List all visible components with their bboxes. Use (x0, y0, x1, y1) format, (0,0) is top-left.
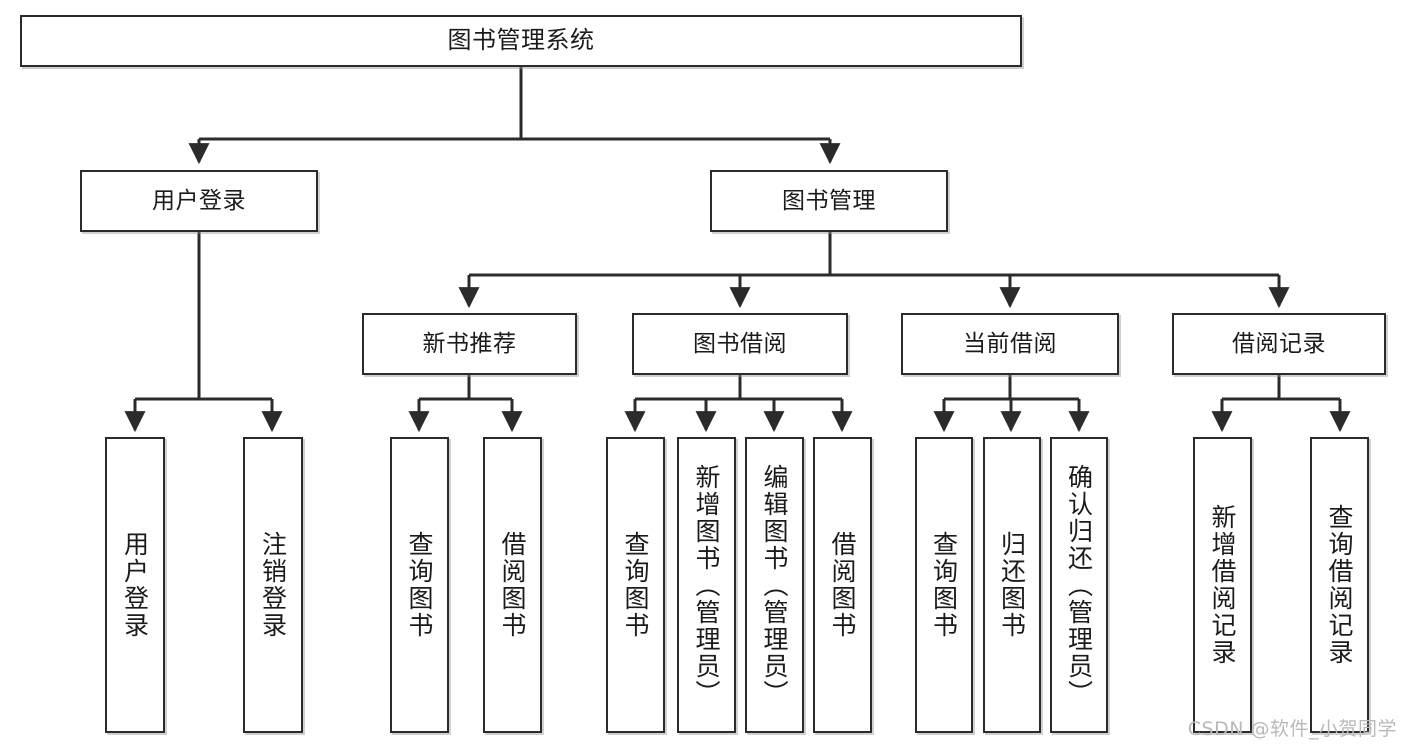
node-label: 注销登录 (258, 531, 288, 639)
leaf-query-books-new[interactable]: 查询图书 (390, 437, 449, 733)
node-label: 用户登录 (120, 531, 150, 639)
leaf-add-borrow-record[interactable]: 新增借阅记录 (1193, 437, 1252, 733)
leaf-borrow-books-new[interactable]: 借阅图书 (483, 437, 542, 733)
node-label: 确认归还（管理员） (1064, 463, 1094, 707)
node-label: 借阅记录 (1232, 330, 1326, 357)
node-current-borrow[interactable]: 当前借阅 (901, 313, 1119, 375)
node-user-login[interactable]: 用户登录 (80, 170, 318, 232)
node-label: 编辑图书（管理员） (760, 463, 789, 707)
node-label: 借阅图书 (828, 531, 857, 639)
leaf-logout[interactable]: 注销登录 (243, 437, 303, 733)
node-label: 查询图书 (929, 531, 959, 639)
node-label: 归还图书 (997, 531, 1027, 639)
leaf-query-borrow-record[interactable]: 查询借阅记录 (1310, 437, 1369, 733)
leaf-return-book[interactable]: 归还图书 (983, 437, 1041, 733)
node-root-system[interactable]: 图书管理系统 (20, 15, 1022, 67)
node-label: 查询图书 (621, 531, 650, 639)
leaf-query-books-borrow[interactable]: 查询图书 (606, 437, 665, 733)
node-label: 查询借阅记录 (1325, 504, 1354, 666)
leaf-edit-book-admin[interactable]: 编辑图书（管理员） (745, 437, 804, 733)
leaf-borrow-book[interactable]: 借阅图书 (813, 437, 872, 733)
node-book-borrow[interactable]: 图书借阅 (632, 313, 848, 375)
node-label: 图书管理 (782, 187, 876, 214)
node-label: 新增借阅记录 (1208, 504, 1237, 666)
node-book-management[interactable]: 图书管理 (710, 170, 948, 232)
watermark: CSDN @软件_小贺同学 (1187, 718, 1397, 740)
node-new-book-recommend[interactable]: 新书推荐 (362, 313, 577, 375)
node-borrow-records[interactable]: 借阅记录 (1172, 313, 1386, 375)
node-label: 当前借阅 (963, 330, 1057, 357)
node-label: 图书管理系统 (447, 26, 595, 55)
node-label: 用户登录 (152, 187, 246, 214)
leaf-add-book-admin[interactable]: 新增图书（管理员） (677, 437, 736, 733)
leaf-user-login[interactable]: 用户登录 (105, 437, 165, 733)
leaf-query-books-current[interactable]: 查询图书 (915, 437, 973, 733)
node-label: 新增图书（管理员） (692, 463, 721, 707)
node-label: 新书推荐 (422, 330, 517, 357)
leaf-confirm-return-admin[interactable]: 确认归还（管理员） (1050, 437, 1108, 733)
node-label: 借阅图书 (498, 531, 527, 639)
node-label: 查询图书 (405, 531, 434, 639)
node-label: 图书借阅 (693, 330, 787, 357)
